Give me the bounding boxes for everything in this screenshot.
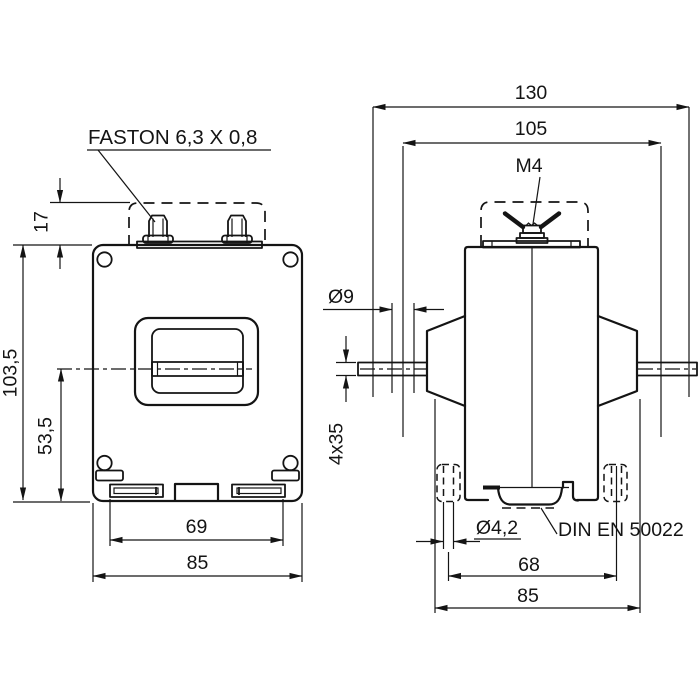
hole-edge-lines <box>391 303 415 393</box>
side-flange-left <box>425 314 467 408</box>
dim-53-5-text: 53,5 <box>35 417 57 455</box>
dim-130-text: 130 <box>515 82 548 104</box>
dim-105-text: 105 <box>515 118 548 140</box>
din-clip-left <box>436 463 461 503</box>
front-bottom-features <box>109 482 286 502</box>
dim-85-side-text: 85 <box>517 585 539 607</box>
faston-tab-right <box>221 214 253 244</box>
dim-foot-hole-centers: 68 <box>447 466 618 581</box>
dim-bar-hole-dia: Ø9 <box>323 286 444 313</box>
din-rail-label: DIN EN 50022 <box>558 519 684 541</box>
front-body-outline <box>91 243 304 503</box>
din-clip-right <box>603 463 628 503</box>
dim-dia4-2-text: Ø4,2 <box>476 517 518 539</box>
side-terminal-cover-hidden <box>480 201 589 246</box>
dim-slot-span: 69 <box>109 499 284 546</box>
dim-overall-width: 130 <box>372 82 690 397</box>
dim-17-text: 17 <box>31 211 53 233</box>
front-corner-holes <box>95 251 300 482</box>
dim-overall-height: 103,5 <box>0 244 92 503</box>
dim-flange-width: 85 <box>434 399 641 613</box>
front-terminals <box>128 202 266 249</box>
din-rail-callout: DIN EN 50022 <box>540 507 684 541</box>
terminal-hole-axes <box>402 146 662 437</box>
side-flange-right <box>596 314 639 408</box>
front-window <box>133 316 260 407</box>
dim-bar-section: 4x35 <box>326 336 356 465</box>
m4-label: M4 <box>515 155 542 177</box>
din-rail-profile <box>483 480 580 509</box>
dim-85-front-text: 85 <box>187 552 209 574</box>
front-terminal-cover-hidden <box>128 202 266 246</box>
dim-68-text: 68 <box>518 554 540 576</box>
side-top-plate <box>482 240 581 249</box>
dim-window-center-height: 53,5 <box>35 368 65 502</box>
dim-hole-centers: 105 <box>402 118 662 147</box>
side-view: M4 130 105 <box>323 82 698 613</box>
dim-dia9-text: Ø9 <box>328 286 354 308</box>
dim-4x35-text: 4x35 <box>326 423 348 465</box>
dim-clip-slot-dia: Ø4,2 <box>416 502 521 549</box>
dim-69-text: 69 <box>186 516 208 538</box>
side-bus-bars <box>357 361 698 377</box>
front-view: FASTON 6,3 X 0,8 17 103,5 53,5 69 <box>0 126 304 582</box>
faston-label: FASTON 6,3 X 0,8 <box>88 126 257 149</box>
faston-callout: FASTON 6,3 X 0,8 <box>87 126 271 223</box>
dim-103-5-text: 103,5 <box>0 348 22 397</box>
m4-screw-terminal <box>480 201 589 246</box>
m4-callout: M4 <box>515 155 543 225</box>
dim-body-width: 85 <box>92 503 303 582</box>
faston-tab-left <box>142 214 174 244</box>
dim-terminal-height: 17 <box>31 178 130 269</box>
